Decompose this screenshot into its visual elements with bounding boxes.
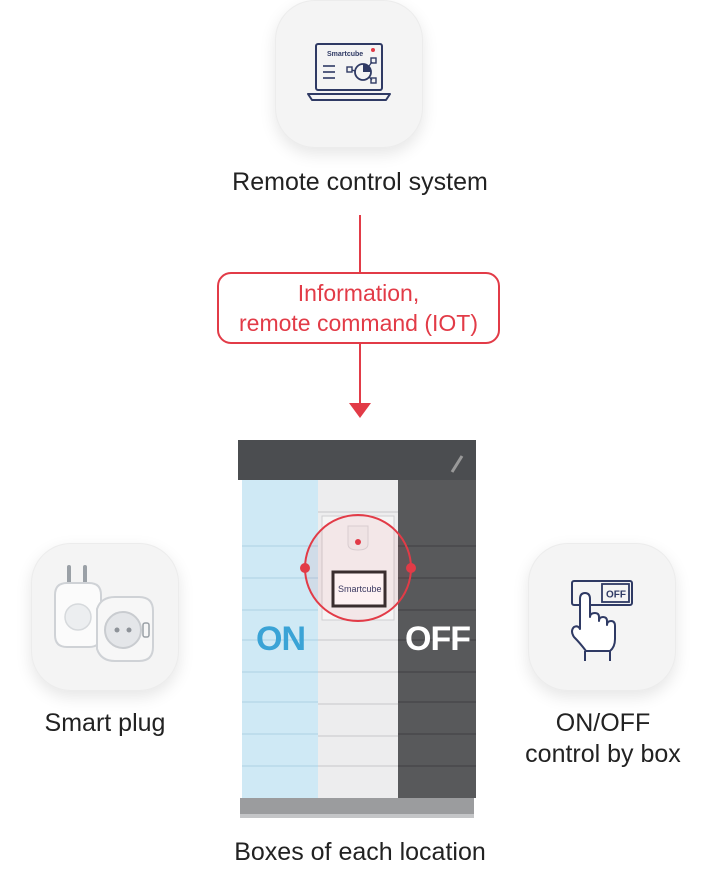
highlight-dot-right xyxy=(406,563,416,573)
connector-line-top xyxy=(359,215,361,272)
iot-info-box: Information, remote command (IOT) xyxy=(217,272,500,344)
highlight-dot-left xyxy=(300,563,310,573)
info-line-1: Information, xyxy=(297,280,420,306)
down-arrow-icon xyxy=(349,403,371,418)
locker-base xyxy=(240,798,474,814)
onoff-caption-line2: control by box xyxy=(525,740,681,768)
off-column xyxy=(398,480,476,798)
switch-off-text: OFF xyxy=(606,590,626,601)
boxes-caption: Boxes of each location xyxy=(234,838,486,866)
locker-canopy xyxy=(238,440,476,480)
smart-plug-tile xyxy=(31,543,179,691)
off-label: OFF xyxy=(405,620,471,658)
finger-off-switch-icon: OFF xyxy=(571,580,633,661)
smart-plug-caption: Smart plug xyxy=(44,709,166,737)
onoff-control-tile: OFF xyxy=(528,543,676,691)
kiosk-screen xyxy=(331,570,387,608)
kiosk-camera xyxy=(347,525,369,551)
on-label: ON xyxy=(256,620,306,658)
remote-system-caption: Remote control system xyxy=(232,168,488,196)
remote-system-tile: Smartcube xyxy=(275,0,423,148)
connector-line-bottom xyxy=(359,344,361,404)
locker-antenna xyxy=(450,455,464,473)
on-column xyxy=(242,480,318,798)
laptop-network-icon: Smartcube xyxy=(307,43,391,101)
kiosk-screen-brand: Smartcube xyxy=(338,584,382,594)
highlight-ring xyxy=(304,514,412,622)
info-line-2: remote command (IOT) xyxy=(239,310,478,336)
smart-plug-icon xyxy=(54,565,154,662)
onoff-caption-line1: ON/OFF xyxy=(555,709,651,737)
laptop-brand-text: Smartcube xyxy=(327,51,363,58)
locker-illustration: Smartcube xyxy=(238,440,476,818)
